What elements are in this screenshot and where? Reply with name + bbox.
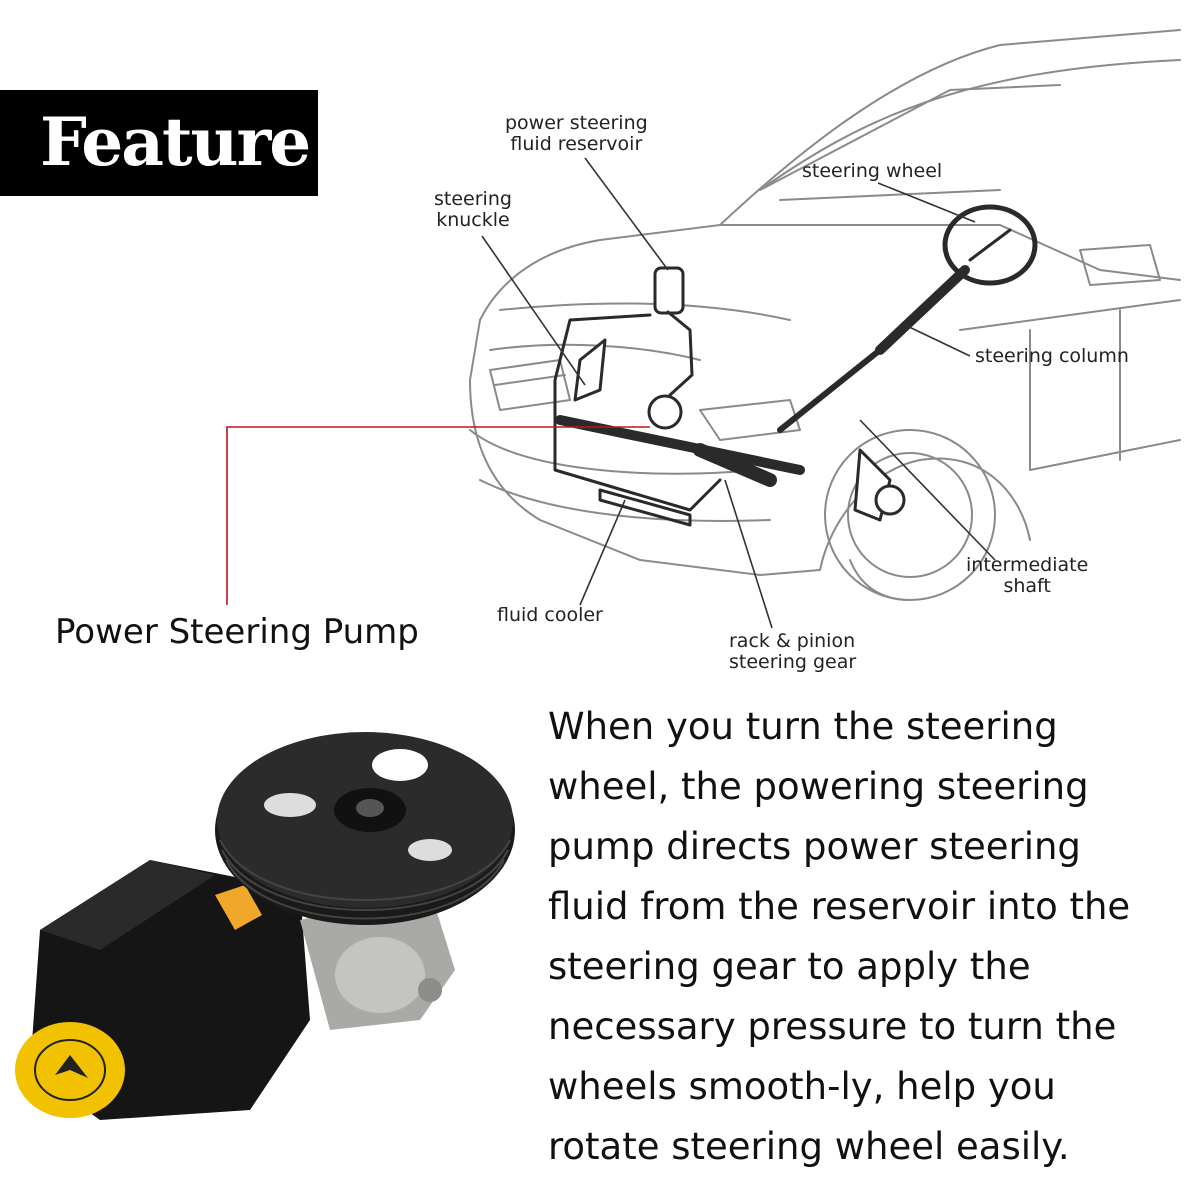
label-fluid-cooler: fluid cooler — [497, 604, 603, 626]
label-rack-pinion: rack & pinion steering gear — [729, 630, 857, 673]
label-steering-knuckle: steering knuckle — [434, 188, 512, 231]
cap-icon — [55, 1055, 88, 1078]
description-line: rotate steering wheel easily. — [548, 1125, 1070, 1168]
description-line: steering gear to apply the — [548, 945, 1031, 988]
label-steering-column: steering column — [975, 345, 1129, 367]
label-steering-wheel: steering wheel — [802, 160, 943, 182]
fluid-cooler-part — [598, 488, 692, 527]
pump-product-image — [15, 732, 515, 1120]
description-line: necessary pressure to turn the — [548, 1005, 1117, 1048]
description-line: pump directs power steering — [548, 825, 1081, 868]
car-steering-diagram — [226, 29, 1181, 629]
rack-pinion-part — [555, 415, 805, 475]
feature-badge — [0, 90, 318, 196]
fitting — [215, 885, 262, 930]
label-intermediate-shaft: intermediate shaft — [966, 554, 1089, 597]
description-line: wheel, the powering steering — [548, 765, 1089, 808]
description-line: When you turn the steering — [548, 705, 1058, 748]
steering-knuckle-part — [573, 338, 607, 402]
fluid-reservoir-part — [653, 266, 685, 315]
description: When you turn the steering wheel, the po… — [548, 697, 1188, 1177]
steering-parts — [553, 204, 1038, 527]
pump-pointer-line — [226, 426, 650, 605]
intermediate-shaft-part — [777, 347, 883, 433]
pump-label: Power Steering Pump — [55, 612, 419, 652]
feature-title: Feature — [40, 103, 311, 181]
steering-wheel-part — [942, 204, 1038, 286]
description-line: fluid from the reservoir into the — [548, 885, 1131, 928]
steering-column-part — [875, 265, 970, 355]
description-line: wheels smooth-ly, help you — [548, 1065, 1056, 1108]
leader-lines — [481, 157, 996, 629]
label-fluid-reservoir: power steering fluid reservoir — [505, 112, 648, 155]
